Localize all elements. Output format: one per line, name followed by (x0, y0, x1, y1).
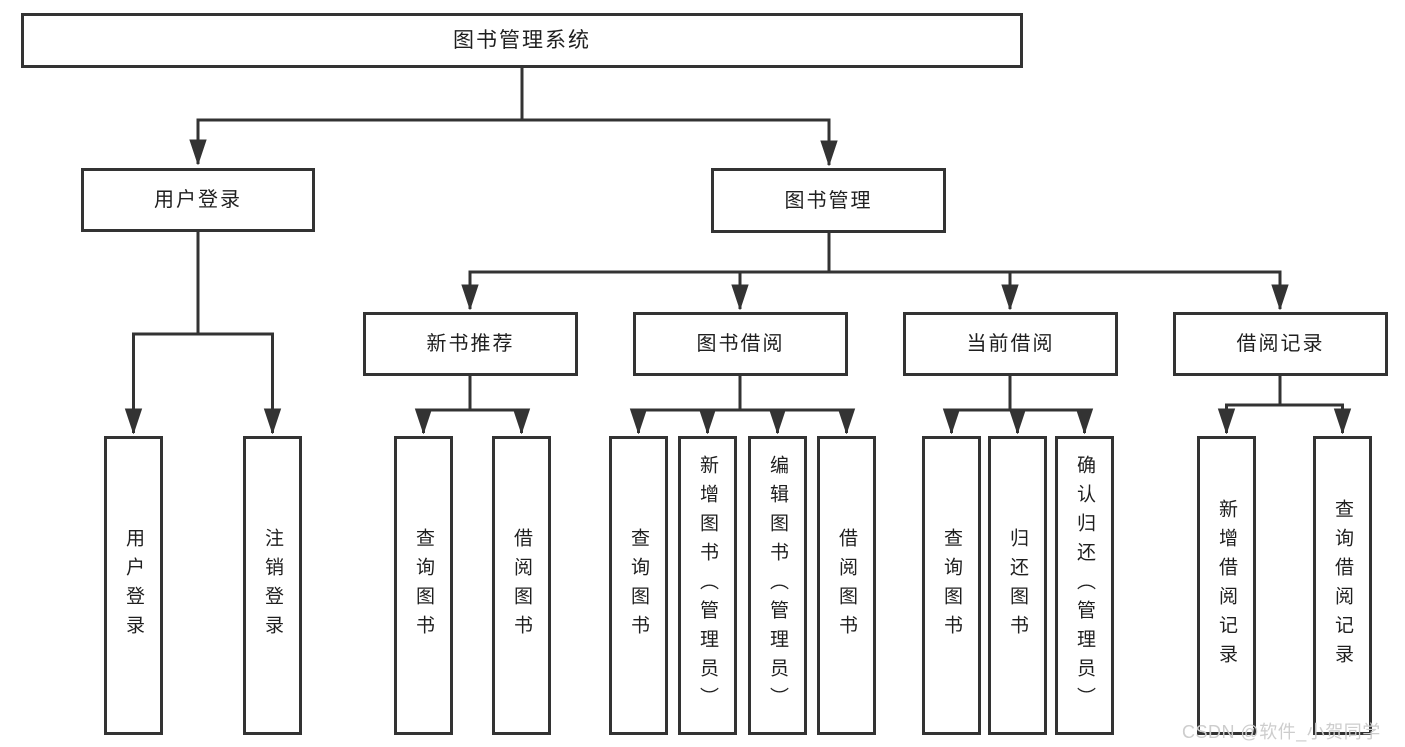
leaf-add-book-admin: 新增图书（管理员） (678, 436, 737, 735)
leaf-user-login: 用户登录 (104, 436, 163, 735)
leaf-query-book-label: 查询图书 (628, 527, 649, 644)
node-book-management-label: 图书管理 (784, 189, 873, 212)
leaf-logout-label: 注销登录 (262, 527, 283, 644)
leaf-edit-book-admin: 编辑图书（管理员） (748, 436, 807, 735)
node-borrow-record: 借阅记录 (1173, 312, 1388, 376)
leaf-query-book-under-recommend: 查询图书 (394, 436, 453, 735)
leaf-return-book-label: 归还图书 (1007, 527, 1028, 644)
node-current-borrow-label: 当前借阅 (966, 333, 1055, 355)
leaf-add-borrow-record: 新增借阅记录 (1197, 436, 1256, 735)
leaf-borrow-book-under-recommend: 借阅图书 (492, 436, 551, 735)
node-user-login-label: 用户登录 (154, 189, 242, 211)
leaf-edit-book-label: 编辑图书（管理员） (767, 455, 788, 716)
node-new-book-recommend: 新书推荐 (363, 312, 578, 376)
node-borrow-record-label: 借阅记录 (1236, 333, 1325, 355)
node-book-borrow: 图书借阅 (633, 312, 848, 376)
node-root-label: 图书管理系统 (453, 29, 591, 52)
leaf-borrow-book-label: 借阅图书 (836, 527, 857, 644)
leaf-query-book-label: 查询图书 (413, 527, 434, 644)
leaf-query-book-label: 查询图书 (941, 527, 962, 644)
leaf-return-book: 归还图书 (988, 436, 1047, 735)
leaf-borrow-book-label: 借阅图书 (511, 527, 532, 644)
leaf-borrow-book-under-borrow: 借阅图书 (817, 436, 876, 735)
node-user-login: 用户登录 (81, 168, 315, 232)
leaf-query-borrow-record-label: 查询借阅记录 (1332, 498, 1353, 673)
leaf-user-login-label: 用户登录 (123, 527, 144, 644)
leaf-add-borrow-record-label: 新增借阅记录 (1216, 498, 1237, 673)
leaf-query-book-under-current: 查询图书 (922, 436, 981, 735)
leaf-confirm-return-admin: 确认归还（管理员） (1055, 436, 1114, 735)
connector-arrows (134, 120, 1343, 433)
leaf-confirm-return-label: 确认归还（管理员） (1074, 455, 1095, 716)
node-new-book-recommend-label: 新书推荐 (426, 333, 515, 355)
leaf-logout: 注销登录 (243, 436, 302, 735)
csdn-watermark: CSDN @软件_小贺同学 (1182, 722, 1381, 742)
connector-trunk-lines (132, 66, 1344, 412)
node-book-management: 图书管理 (711, 168, 946, 233)
node-root-library-system: 图书管理系统 (21, 13, 1023, 68)
leaf-query-book-under-borrow: 查询图书 (609, 436, 668, 735)
node-current-borrow: 当前借阅 (903, 312, 1118, 376)
leaf-add-book-label: 新增图书（管理员） (697, 455, 718, 716)
node-book-borrow-label: 图书借阅 (696, 333, 785, 355)
leaf-query-borrow-record: 查询借阅记录 (1313, 436, 1372, 735)
